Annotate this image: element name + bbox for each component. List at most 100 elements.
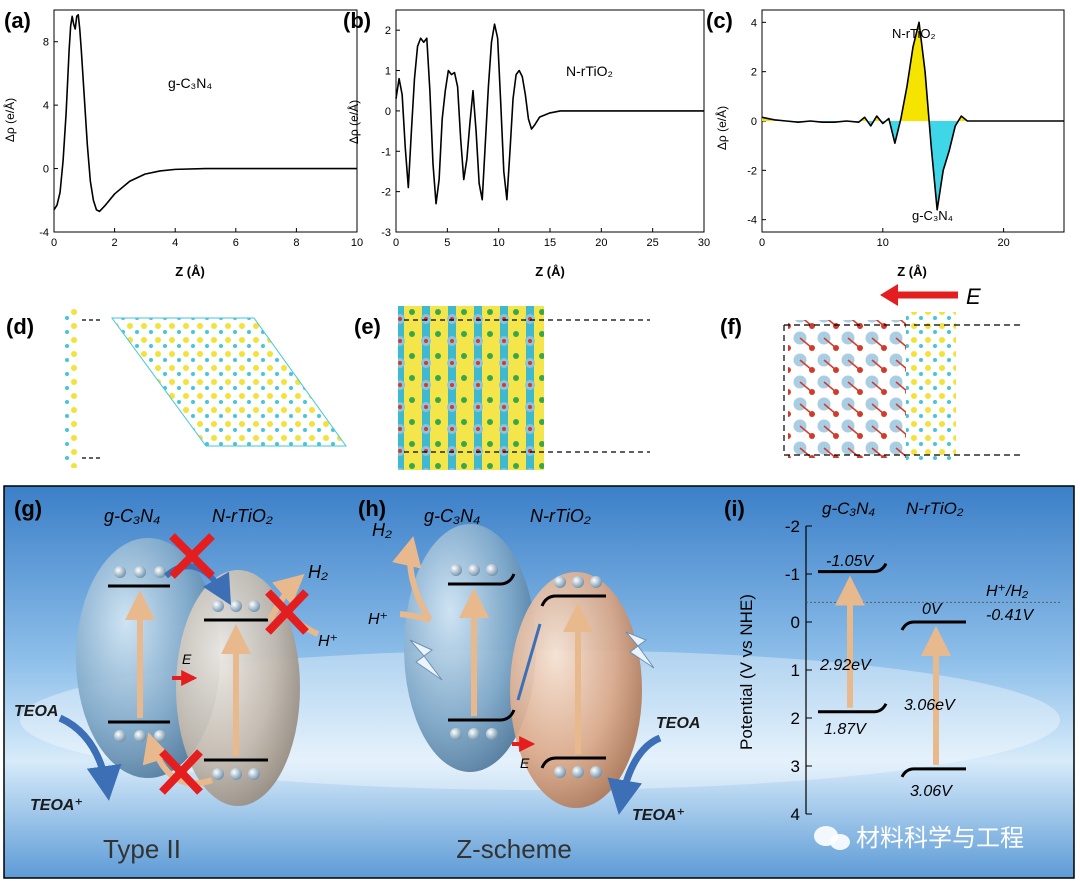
h-caption: Z-scheme [456,834,572,864]
vb-right-level [900,767,966,778]
series-line [53,13,357,213]
tio2-lattice [788,320,906,458]
series-line [395,23,704,205]
x-tick-label: 0 [759,237,765,249]
structure-f: E [783,284,1024,462]
y-tick-label: -2 [381,187,391,199]
x-tick-label: 10 [351,237,363,249]
x-tick-label: 6 [233,237,239,249]
g-left-name: g-C₃N₄ [104,506,160,526]
plot-b-label: N-rTiO₂ [566,63,613,79]
plot-b-ylabel: Δρ (e/Å) [346,100,361,144]
i-col-left: g-C₃N₄ [822,499,875,518]
x-tick-label: 0 [393,237,399,249]
cb-left-level [818,562,888,574]
side-view-slab [64,308,78,468]
x-tick-label: 5 [444,237,450,249]
h-teoa: TEOA [656,715,700,732]
y-tick-label: 3 [791,757,800,776]
positive-area [762,22,1064,121]
x-tick-label: 30 [698,237,710,249]
g-teoaplus: TEOA⁺ [30,797,83,814]
i-ref-label: H⁺/H₂ [986,583,1028,600]
h-electrons [450,564,602,778]
h-h2: H₂ [372,520,392,540]
i-gap-right: 3.06eV [904,697,956,714]
panel-label-h: (h) [358,496,386,521]
y-tick-label: -4 [747,215,757,227]
y-tick-label: 4 [791,805,800,824]
series-line [761,21,1064,211]
h-field-label: E [520,755,530,771]
h-right-name: N-rTiO₂ [530,506,591,526]
y-tick-label: 8 [43,37,49,49]
x-tick-label: 15 [544,237,556,249]
plot-c-ylabel: Δρ (e/Å) [714,106,729,150]
y-tick-label: 1 [791,661,800,680]
structure-e [398,306,650,470]
i-cb-right: 0V [922,601,943,618]
h-teoaplus: TEOA⁺ [632,807,685,824]
cb-right-level [900,620,966,631]
plot-a-label: g-C₃N₄ [168,75,212,91]
plot-c-label-top: N-rTiO₂ [892,26,936,41]
plot-c-label-bottom: g-C₃N₄ [912,208,953,223]
i-col-right: N-rTiO₂ [906,499,964,518]
y-tick-label: 0 [385,106,391,118]
x-tick-label: 2 [112,237,118,249]
y-tick-label: 0 [43,164,49,176]
structure-d [64,308,347,468]
x-tick-label: 25 [647,237,659,249]
y-tick-label: 0 [791,613,800,632]
panel-label-a: (a) [4,8,31,33]
panel-label-d: (d) [6,314,34,339]
y-tick-label: 1 [385,66,391,78]
panel-label-f: (f) [720,314,742,339]
vb-left-level [818,703,888,714]
panel-g-type-ii: g-C₃N₄ N-rTiO₂ E H₂ H⁺ TEOA TEOA⁺ [14,506,338,864]
y-tick-label: 2 [751,67,757,79]
i-vb-left: 1.87V [824,721,867,738]
h-left-name: g-C₃N₄ [424,506,480,526]
i-ref-value: -0.41V [986,607,1034,624]
watermark-text: 材料科学与工程 [856,825,1024,852]
interface-density-map [398,306,544,470]
y-tick-label: -2 [747,165,757,177]
x-tick-label: 20 [595,237,607,249]
panel-label-i: (i) [724,496,745,521]
i-cb-left: -1.05V [826,553,874,570]
y-tick-label: -2 [785,517,800,536]
field-label: E [966,284,981,309]
g-teoa: TEOA [14,703,58,720]
panel-label-g: (g) [14,496,42,521]
i-vb-right: 3.06V [910,783,953,800]
panel-label-c: (c) [706,8,733,33]
y-tick-label: 0 [751,116,757,128]
light-icon [409,639,443,681]
x-tick-label: 20 [997,237,1009,249]
g-caption: Type II [103,834,181,864]
panel-h-z-scheme: g-C₃N₄ N-rTiO₂ E H₂ H⁺ TEOA TEOA⁺ Z-sche… [368,506,700,864]
i-ylabel: Potential (V vs NHE) [737,594,756,750]
x-tick-label: 8 [293,237,299,249]
x-tick-label: 0 [51,237,57,249]
y-tick-label: 4 [751,17,757,29]
charge-density-layer [906,312,956,462]
g-right-name: N-rTiO₂ [212,506,273,526]
y-tick-label: -1 [381,146,391,158]
plot-a-xlabel: Z (Å) [175,264,205,279]
g-hplus: H⁺ [318,633,338,650]
y-tick-label: 2 [385,25,391,37]
g-h2: H₂ [308,562,328,582]
h-g-c3n4-ellipse [404,524,536,772]
y-tick-label: 2 [791,709,800,728]
x-tick-label: 10 [493,237,505,249]
i-gap-left: 2.92eV [819,657,872,674]
plot-c-xlabel: Z (Å) [897,264,927,279]
watermark: 材料科学与工程 [814,825,1024,852]
blocked-cross-icon [159,533,309,795]
plot-a-ylabel: Δρ (e/Å) [2,98,17,142]
g-field-label: E [182,651,192,667]
